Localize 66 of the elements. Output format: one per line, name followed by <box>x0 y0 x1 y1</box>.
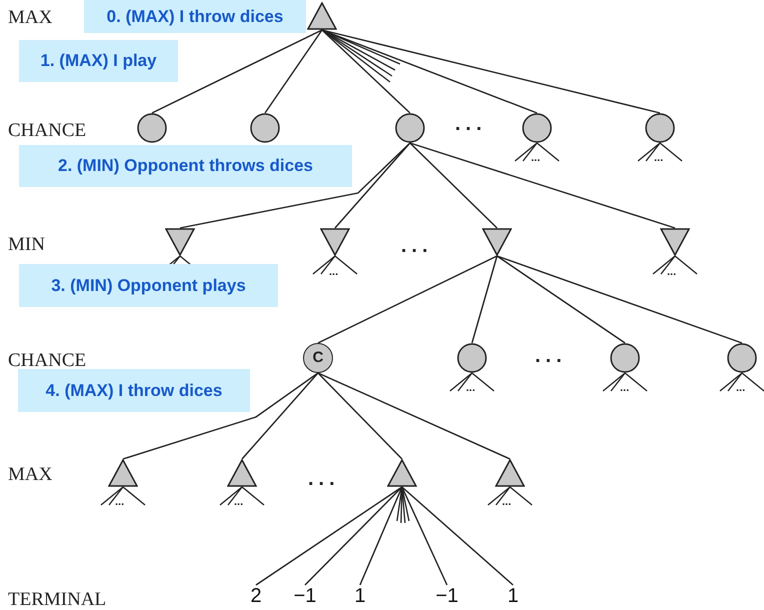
tree-branch <box>496 255 626 344</box>
chance-node-circle <box>610 343 640 373</box>
ellipsis: ... <box>654 153 664 164</box>
max-node-triangle <box>495 459 525 487</box>
max-node-triangle <box>227 459 257 487</box>
ellipsis: ... <box>535 346 567 366</box>
min-node-triangle <box>165 228 195 256</box>
ellipsis: ... <box>531 153 540 164</box>
level-label: MAX <box>8 6 52 30</box>
chance-node-circle <box>727 343 757 373</box>
tree-branch <box>122 372 318 460</box>
tree-branch <box>410 142 676 229</box>
ellipsis: ... <box>667 267 676 278</box>
max-node-triangle <box>108 459 138 487</box>
tree-branch <box>322 30 410 114</box>
tree-branch <box>402 486 514 586</box>
tree-branch <box>318 255 498 344</box>
annotation-note: 1. (MAX) I play <box>19 40 178 82</box>
terminal-value: −1 <box>290 585 320 607</box>
chance-node-circle <box>250 113 280 143</box>
tree-branch <box>496 255 742 344</box>
min-node-triangle <box>660 228 690 256</box>
min-node-triangle <box>482 228 512 256</box>
level-label: MIN <box>8 233 45 257</box>
terminal-value: −1 <box>432 585 462 607</box>
ellipsis: ... <box>455 114 487 134</box>
ellipsis: ... <box>401 236 433 256</box>
annotation-note: 2. (MIN) Opponent throws dices <box>19 145 352 187</box>
chance-node-circle <box>457 343 487 373</box>
annotation-note: 3. (MIN) Opponent plays <box>19 264 278 307</box>
terminal-value: 1 <box>503 585 523 607</box>
tree-branch <box>401 486 448 586</box>
tree-branch <box>359 486 403 586</box>
max-node-triangle <box>387 459 417 487</box>
tree-branch <box>264 30 323 114</box>
terminal-value: 1 <box>350 585 370 607</box>
max-node-triangle <box>307 2 337 30</box>
ellipsis: ... <box>736 383 746 394</box>
tree-branch <box>152 29 322 114</box>
ellipsis: ... <box>308 469 340 489</box>
ellipsis: ... <box>329 267 338 278</box>
annotation-note: 4. (MAX) I throw dices <box>18 369 250 412</box>
tree-branch <box>304 486 402 586</box>
tree-branch <box>410 142 498 228</box>
level-label: MAX <box>8 463 52 487</box>
ellipsis: ... <box>466 383 476 394</box>
tree-branch <box>334 142 411 228</box>
tree-branch <box>241 372 319 460</box>
level-label: TERMINAL <box>8 588 106 610</box>
ellipsis: ... <box>620 383 630 394</box>
tree-branch <box>471 256 498 344</box>
chance-node-circle <box>137 113 167 143</box>
tree-branch <box>256 486 402 586</box>
tree-branch <box>318 372 510 460</box>
chance-node-circle <box>645 113 675 143</box>
min-node-triangle <box>320 228 350 256</box>
tree-branch <box>318 372 402 460</box>
chance-node-circle <box>395 113 425 143</box>
ellipsis: ... <box>502 497 512 508</box>
annotation-note: 0. (MAX) I throw dices <box>84 0 306 33</box>
ellipsis: ... <box>115 497 124 508</box>
tree-branch <box>180 142 410 229</box>
terminal-value: 2 <box>246 585 266 607</box>
level-label: CHANCE <box>8 119 86 143</box>
chance-node-circle <box>522 113 552 143</box>
ellipsis: ... <box>234 497 244 508</box>
